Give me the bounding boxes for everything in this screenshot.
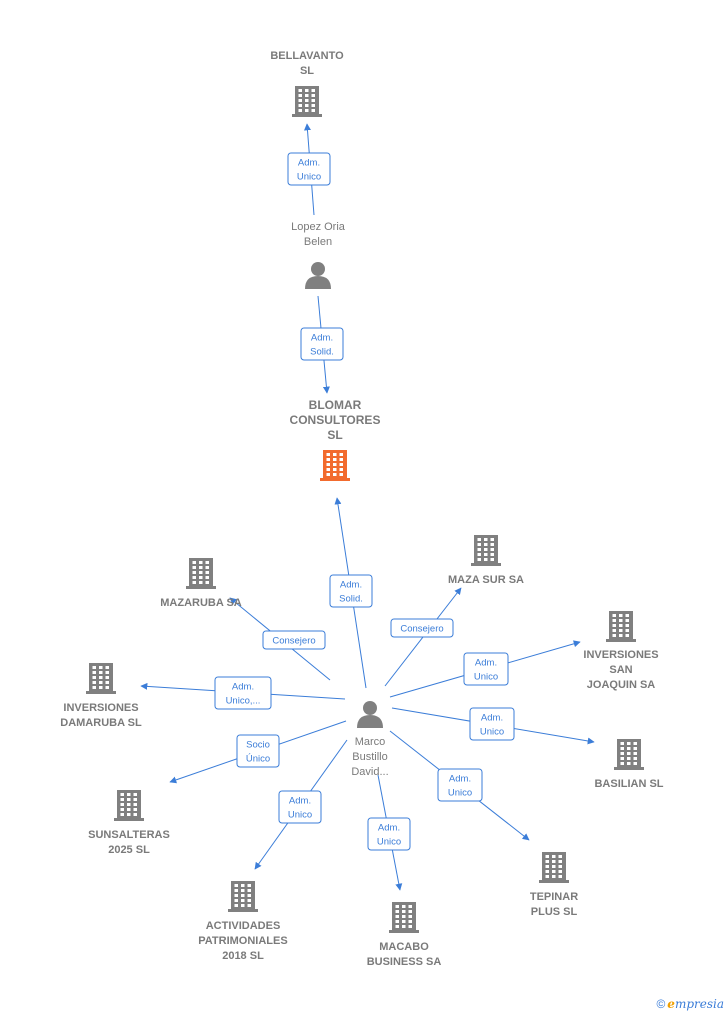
edge-label-box[interactable]: Adm. Unico: [278, 790, 322, 824]
edge-label-text: Unico: [288, 810, 312, 821]
node-bellavanto[interactable]: BELLAVANTO SL: [270, 50, 344, 117]
node-label-line: ACTIVIDADES: [206, 920, 281, 932]
edge-label-box[interactable]: Adm. Solid.: [300, 327, 344, 361]
building-icon: [320, 450, 350, 481]
node-label-line: PLUS SL: [531, 906, 578, 918]
edge-label-text: Adm.: [481, 713, 503, 724]
building-icon: [292, 86, 322, 117]
node-label-line: INVERSIONES: [63, 702, 138, 714]
building-icon: [86, 663, 116, 694]
node-label-line: SL: [300, 65, 314, 77]
nodes-layer: BELLAVANTO SL Lopez OriaBelenBLOMARCONSULT…: [60, 50, 664, 968]
edge-labels-layer: Adm.UnicoAdm.Solid.Adm.Solid.ConsejeroCo…: [214, 152, 515, 851]
edge-label-box[interactable]: Adm. Solid.: [329, 574, 373, 608]
node-label-line: DAMARUBA SL: [60, 717, 142, 729]
edge-label-box[interactable]: Consejero: [262, 630, 326, 650]
edge-label-text: Unico: [480, 727, 504, 738]
node-label-line: BASILIAN SL: [594, 778, 663, 790]
edge-label-text: Unico,...: [226, 696, 261, 707]
node-label-line: PATRIMONIALES: [198, 935, 287, 947]
edge-label-text: Adm.: [289, 796, 311, 807]
node-label-line: David...: [351, 766, 388, 778]
node-label-line: MACABO: [379, 941, 429, 953]
node-label-line: SAN: [609, 664, 632, 676]
node-label-line: Belen: [304, 236, 332, 248]
edge-label-box[interactable]: Adm. Unico: [287, 152, 331, 186]
edge-label-text: Unico: [297, 172, 321, 183]
node-label-line: BELLAVANTO: [270, 50, 344, 62]
node-basilian[interactable]: BASILIAN SL: [594, 739, 664, 790]
copyright-symbol: ©: [656, 997, 666, 1011]
edge-label-text: Adm.: [232, 682, 254, 693]
node-label-line: CONSULTORES: [290, 413, 381, 427]
brand-name: mpresia: [674, 997, 724, 1011]
node-marco[interactable]: MarcoBustilloDavid...: [351, 701, 389, 778]
edge-label-box[interactable]: Consejero: [390, 618, 454, 638]
brand-footer: ©empresia: [656, 997, 724, 1011]
node-label-line: JOAQUIN SA: [587, 679, 656, 691]
node-label-line: Lopez Oria: [291, 221, 346, 233]
edge-label-text: Consejero: [400, 624, 443, 635]
node-label-line: Bustillo: [352, 751, 387, 763]
node-sunsal[interactable]: SUNSALTERAS 2025 SL: [88, 790, 170, 856]
building-icon: [539, 852, 569, 883]
person-icon: [357, 701, 383, 728]
node-invsan[interactable]: INVERSIONES SAN JOAQUIN SA: [583, 611, 659, 691]
edge-label-text: Adm.: [475, 658, 497, 669]
edge-label-text: Adm.: [298, 158, 320, 169]
node-label-line: Marco: [355, 736, 386, 748]
node-label-line: TEPINAR: [530, 891, 578, 903]
edge-label-box[interactable]: Adm. Unico: [437, 768, 483, 802]
edge-label-text: Unico: [377, 837, 401, 848]
edge-label-text: Socio: [246, 740, 270, 751]
edge-label-text: Unico: [448, 788, 472, 799]
node-label-line: BUSINESS SA: [367, 956, 442, 968]
building-icon: [389, 902, 419, 933]
node-actividades[interactable]: ACTIVIDADES PATRIMONIALES 2018 SL: [198, 881, 288, 962]
edge-label-text: Unico: [474, 672, 498, 683]
node-mazaruba[interactable]: MAZARUBA SA: [160, 558, 242, 609]
node-label-line: INVERSIONES: [583, 649, 658, 661]
edge-label-text: Adm.: [311, 333, 333, 344]
building-icon: [471, 535, 501, 566]
node-label-line: MAZARUBA SA: [160, 597, 242, 609]
node-invdam[interactable]: INVERSIONES DAMARUBA SL: [60, 663, 142, 729]
node-label-line: SUNSALTERAS: [88, 829, 170, 841]
node-label-line: SL: [327, 428, 342, 442]
node-macabo[interactable]: MACABO BUSINESS SA: [367, 902, 442, 968]
node-tepinar[interactable]: TEPINAR PLUS SL: [530, 852, 578, 918]
node-label-line: MAZA SUR SA: [448, 574, 524, 586]
building-icon: [606, 611, 636, 642]
edge-label-box[interactable]: Adm. Unico: [463, 652, 509, 686]
building-icon: [228, 881, 258, 912]
node-label-line: 2018 SL: [222, 950, 264, 962]
brand-initial: e: [667, 997, 675, 1011]
building-icon: [114, 790, 144, 821]
node-mazasur[interactable]: MAZA SUR SA: [448, 535, 524, 586]
building-icon: [186, 558, 216, 589]
node-label-line: 2025 SL: [108, 844, 150, 856]
edge-label-box[interactable]: Adm. Unico: [469, 707, 515, 741]
edge-label-text: Consejero: [272, 636, 315, 647]
building-icon: [614, 739, 644, 770]
edge-label-text: Solid.: [310, 347, 334, 358]
edge-label-text: Único: [246, 754, 270, 765]
edge-label-text: Solid.: [339, 594, 363, 605]
edge-label-text: Adm.: [378, 823, 400, 834]
edge-label-box[interactable]: Adm. Unico,...: [214, 676, 272, 710]
edge-label-box[interactable]: Adm. Unico: [367, 817, 411, 851]
edge-label-text: Adm.: [449, 774, 471, 785]
node-label-line: BLOMAR: [309, 398, 362, 412]
edge-label-text: Adm.: [340, 580, 362, 591]
person-icon: [305, 262, 331, 289]
